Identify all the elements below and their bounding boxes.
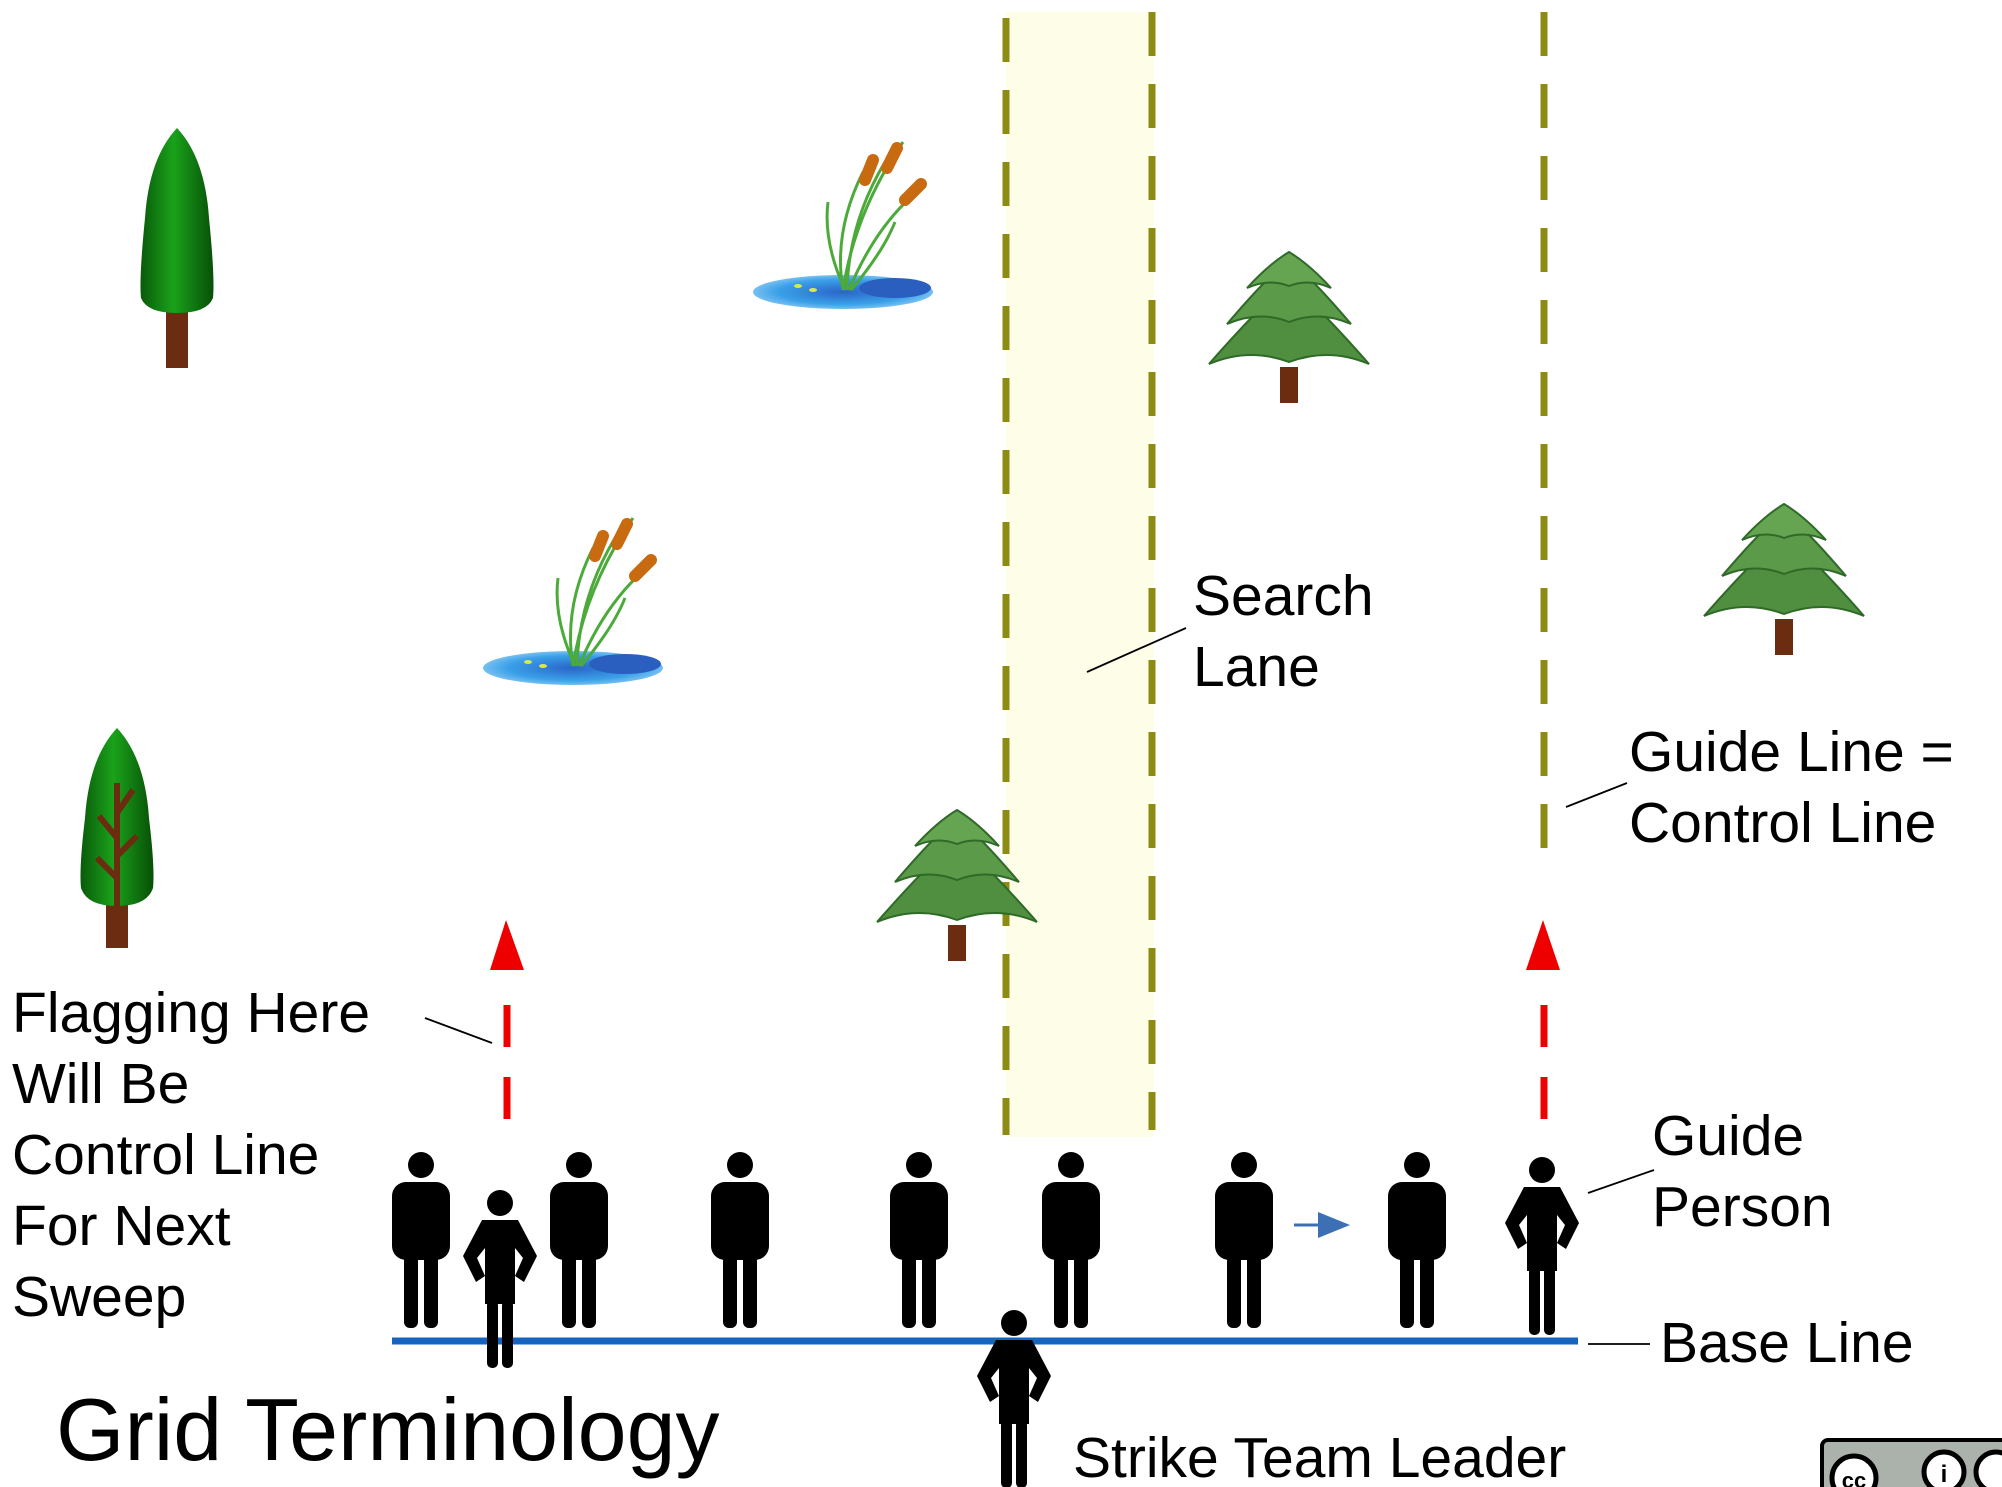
pond-cattails-icon: [483, 518, 663, 685]
svg-text:i: i: [1941, 1461, 1948, 1487]
searcher-person-icon: [392, 1152, 450, 1328]
search-lane-label: Search Lane: [1193, 564, 1389, 699]
strike-team-leader-label: Strike Team Leader: [1073, 1426, 1566, 1487]
searcher-person-icon: [1042, 1152, 1100, 1328]
flagging-line-left: [490, 920, 524, 1120]
pine-tree-icon: [1208, 251, 1370, 404]
pond-cattails-icon: [753, 142, 933, 309]
diagram-title: Grid Terminology: [56, 1380, 720, 1479]
guide-person-label: Guide Person: [1652, 1104, 1833, 1239]
searcher-person-icon: [1388, 1152, 1446, 1328]
label-leader-lines: [424, 627, 1655, 1345]
flagging-line-right: [1526, 920, 1560, 1120]
guide-person-icon: [1505, 1157, 1579, 1335]
pine-tree-icon: [1703, 503, 1865, 656]
searcher-person-icon: [711, 1152, 769, 1328]
searcher-person-icon: [890, 1152, 948, 1328]
guide-line-label: Guide Line = Control Line: [1629, 720, 1970, 855]
creative-commons-badge-icon: cc i: [1820, 1438, 2002, 1487]
searcher-person-icon: [1215, 1152, 1273, 1328]
flagging-label: Flagging Here Will Be Control Line For N…: [12, 981, 386, 1329]
search-lane-area: [1006, 12, 1154, 1137]
searcher-person-icon: [550, 1152, 608, 1328]
strike-team-leader-icon: [977, 1310, 1051, 1487]
branched-tree-icon: [80, 728, 154, 948]
svg-text:cc: cc: [1842, 1468, 1866, 1487]
tall-tree-icon: [140, 128, 214, 368]
direction-arrow-icon: [1294, 1212, 1350, 1238]
base-line-label: Base Line: [1660, 1311, 1914, 1375]
